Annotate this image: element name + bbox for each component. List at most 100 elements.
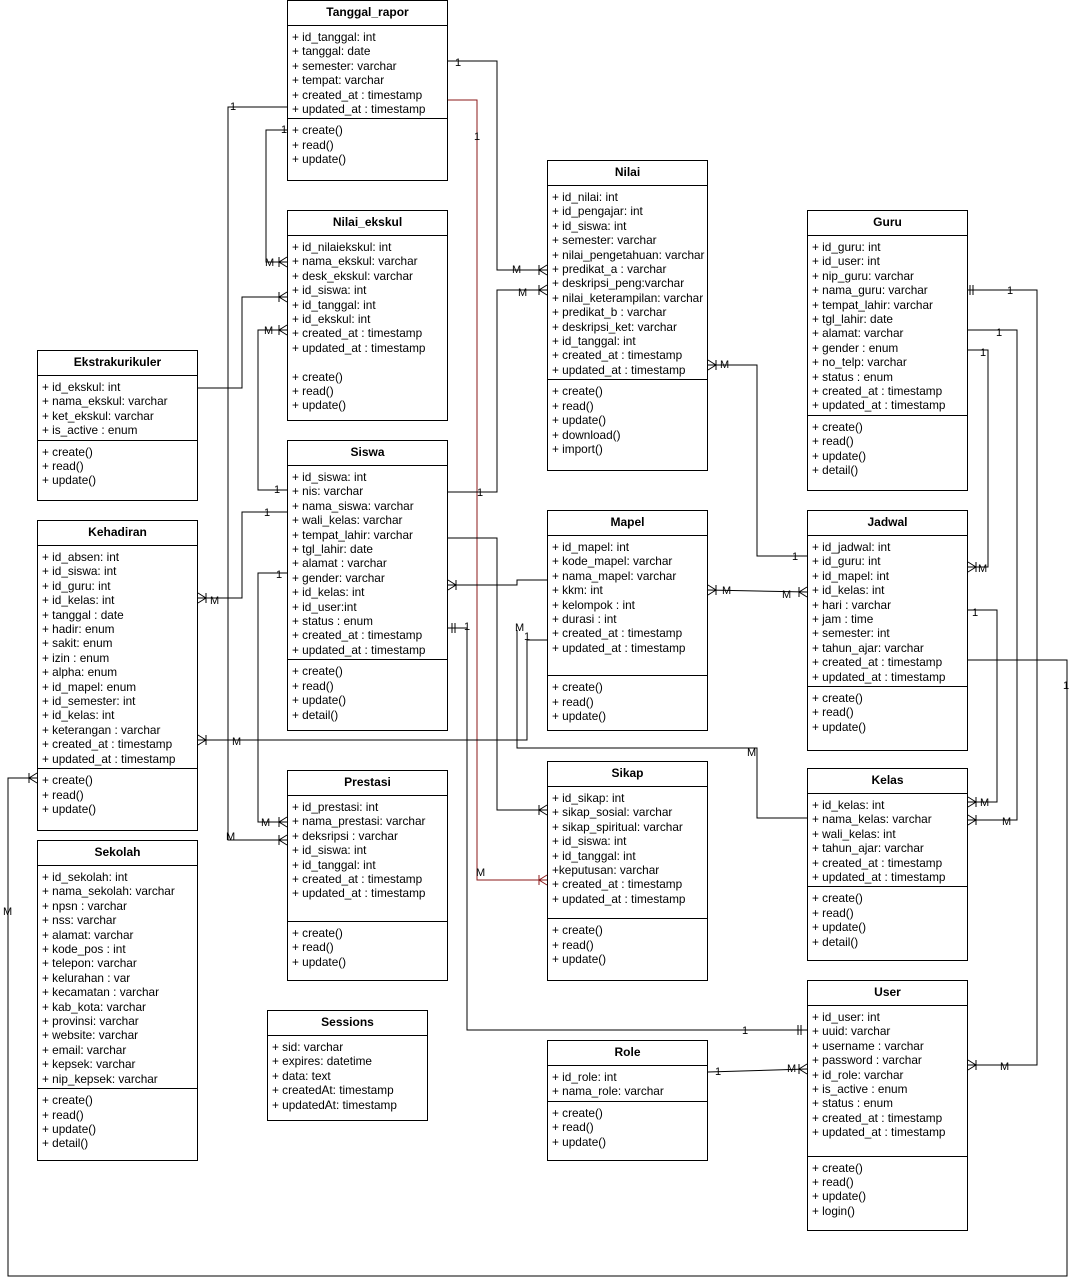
class-kelas[interactable]: Kelas + id_kelas: int+ nama_kelas: varch…	[807, 768, 968, 961]
crows-foot-many-marker	[967, 814, 977, 826]
attribute-row: + nama_role: varchar	[552, 1084, 664, 1099]
attribute-row: + id_sekolah: int	[42, 870, 128, 884]
method-list: + create()+ read()+ update()+ detail()	[808, 416, 967, 478]
class-prestasi[interactable]: Prestasi + id_prestasi: int+ nama_presta…	[287, 770, 448, 981]
class-nilai[interactable]: Nilai + id_nilai: int+ id_pengajar: int+…	[547, 160, 708, 471]
method-row: + create()	[42, 444, 93, 459]
attribute-row: + id_kelas: int	[42, 593, 115, 608]
attribute-row: + alamat: varchar	[42, 927, 134, 942]
attribute-row: + id_pengajar: int	[552, 204, 643, 219]
class-nilai-ekskul[interactable]: Nilai_ekskul + id_nilaiekskul: int+ nama…	[287, 210, 448, 421]
attribute-row: + created_at : timestamp	[292, 872, 423, 887]
class-role[interactable]: Role + id_role: int+ nama_role: varchar …	[547, 1040, 708, 1161]
method-row: + update()	[42, 801, 97, 816]
attribute-list: + id_tanggal: int+ tanggal: date+ semest…	[288, 26, 447, 120]
multiplicity-label: M	[264, 325, 273, 337]
method-row: + create()	[812, 891, 863, 906]
relationship-line	[448, 60, 547, 271]
method-row: + detail()	[812, 463, 859, 478]
class-ekstrakurikuler[interactable]: Ekstrakurikuler + id_ekskul: int+ nama_e…	[37, 350, 198, 501]
attribute-row: + id_siswa: int	[292, 843, 367, 858]
crows-foot-many-marker	[967, 1059, 977, 1071]
attribute-row: + id_siswa: int	[42, 564, 117, 579]
attribute-row: + semester: varchar	[292, 58, 397, 73]
attribute-row: + id_guru: int	[42, 578, 111, 593]
class-title: Nilai_ekskul	[288, 211, 447, 236]
multiplicity-label: M	[747, 747, 756, 759]
multiplicity-label: M	[980, 797, 989, 809]
class-mapel[interactable]: Mapel + id_mapel: int+ kode_mapel: varch…	[547, 510, 708, 731]
method-row: + create()	[552, 923, 603, 938]
attribute-row: + nip_guru: varchar	[812, 268, 914, 283]
crows-foot-many-marker	[197, 734, 207, 746]
method-row: + create()	[552, 384, 603, 399]
method-row: + update()	[552, 709, 607, 724]
attribute-row: + id_mapel: int	[552, 540, 630, 554]
crows-foot-many-marker	[798, 586, 808, 598]
method-list: + create()+ read()+ update()	[38, 441, 197, 488]
method-list: + create()+ read()+ update()	[548, 1102, 707, 1149]
class-jadwal[interactable]: Jadwal + id_jadwal: int+ id_guru: int+ i…	[807, 510, 968, 751]
attribute-row: + id_guru: int	[812, 240, 881, 254]
attribute-list: + id_prestasi: int+ nama_prestasi: varch…	[288, 796, 447, 922]
method-row: + update()	[812, 1189, 867, 1204]
attribute-list: + id_mapel: int+ kode_mapel: varchar+ na…	[548, 536, 707, 677]
class-sessions[interactable]: Sessions + sid: varchar+ expires: dateti…	[267, 1010, 428, 1121]
crows-foot-many-marker	[538, 284, 548, 296]
attribute-row: + id_siswa: int	[552, 218, 627, 233]
multiplicity-label: 1	[972, 607, 978, 619]
attribute-row: + hadir: enum	[42, 622, 115, 637]
attribute-row: + tahun_ajar: varchar	[812, 841, 924, 856]
multiplicity-label: 1	[715, 1066, 721, 1078]
multiplicity-label: M	[261, 817, 270, 829]
class-title: Guru	[808, 211, 967, 236]
attribute-row: + created_at : timestamp	[552, 348, 683, 363]
attribute-row: + deksripsi : varchar	[292, 828, 398, 843]
attribute-row: + tanggal: date	[292, 44, 371, 59]
attribute-row: + tempat: varchar	[292, 73, 385, 88]
attribute-row: + id_kelas: int	[42, 708, 115, 723]
method-row: + read()	[292, 678, 334, 693]
method-row: + detail()	[812, 934, 859, 949]
attribute-row: + is_active : enum	[42, 423, 138, 438]
attribute-row: + tanggal : date	[42, 607, 124, 622]
method-row: + create()	[292, 123, 343, 138]
class-kehadiran[interactable]: Kehadiran + id_absen: int+ id_siswa: int…	[37, 520, 198, 831]
attribute-list: + id_absen: int+ id_siswa: int+ id_guru:…	[38, 546, 197, 770]
multiplicity-label: M	[720, 359, 729, 371]
method-row: + read()	[812, 905, 854, 920]
one-marker	[797, 1025, 802, 1035]
attribute-row: + kepsek: varchar	[42, 1057, 136, 1072]
multiplicity-label: M	[787, 1063, 796, 1075]
crows-foot-many-marker	[967, 796, 977, 808]
class-title: Mapel	[548, 511, 707, 536]
method-row: + update()	[552, 413, 607, 428]
class-tanggal-rapor[interactable]: Tanggal_rapor + id_tanggal: int+ tanggal…	[287, 0, 448, 181]
attribute-row: + tempat_lahir: varchar	[812, 297, 933, 312]
attribute-row: + id_guru: int	[812, 554, 881, 569]
attribute-list: + id_sikap: int+ sikap_sosial: varchar+ …	[548, 787, 707, 920]
attribute-row: + updated_at : timestamp	[292, 886, 426, 901]
attribute-row: + created_at : timestamp	[812, 655, 943, 670]
method-row: + read()	[552, 694, 594, 709]
crows-foot-many-marker	[707, 359, 717, 371]
attribute-list: + id_nilaiekskul: int+ nama_ekskul: varc…	[288, 236, 447, 415]
multiplicity-label: 1	[276, 569, 282, 581]
attribute-row: + website: varchar	[42, 1028, 139, 1043]
method-row: + download()	[552, 427, 621, 442]
class-siswa[interactable]: Siswa + id_siswa: int+ nis: varchar+ nam…	[287, 440, 448, 731]
attribute-row: + id_tanggal: int	[552, 334, 636, 349]
attribute-row: + nss: varchar	[42, 913, 117, 928]
class-sikap[interactable]: Sikap + id_sikap: int+ sikap_sosial: var…	[547, 761, 708, 981]
method-row: + create()	[42, 773, 93, 788]
attribute-row: + created_at : timestamp	[812, 1110, 943, 1125]
class-sekolah[interactable]: Sekolah + id_sekolah: int+ nama_sekolah:…	[37, 840, 198, 1161]
method-row: + create()	[552, 1105, 603, 1120]
attribute-row: + kab_kota: varchar	[42, 999, 146, 1014]
attribute-row: + tgl_lahir: date	[292, 542, 373, 557]
class-user[interactable]: User + id_user: int+ uuid: varchar+ user…	[807, 980, 968, 1231]
class-title: User	[808, 981, 967, 1006]
class-guru[interactable]: Guru + id_guru: int+ id_user: int+ nip_g…	[807, 210, 968, 491]
attribute-row	[292, 355, 447, 369]
